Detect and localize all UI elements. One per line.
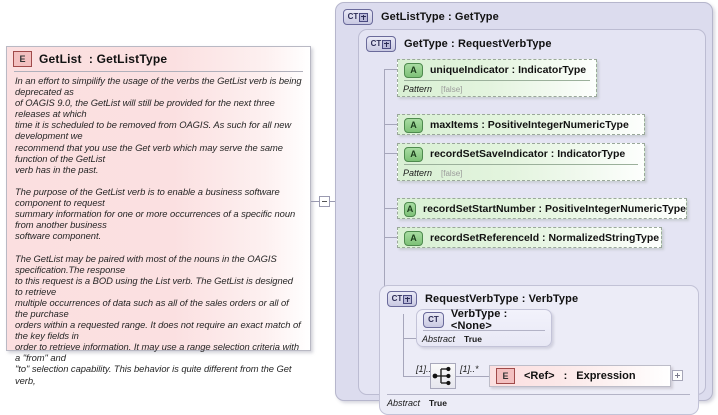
collapse-toggle-icon[interactable] <box>319 196 330 207</box>
attribute-divider <box>404 164 638 165</box>
complextype-verbtype-abstract: Abstract True <box>417 331 551 347</box>
element-getlist-box[interactable]: E GetList : GetListType In an effort to … <box>6 46 311 386</box>
attribute-header: A maxItems : PositiveIntegerNumericType <box>398 115 644 135</box>
attribute-row[interactable]: A recordSetReferenceId : NormalizedStrin… <box>397 227 662 248</box>
abstract-value: True <box>429 398 447 408</box>
attribute-icon: A <box>404 146 423 162</box>
connector-stub-left <box>311 201 319 202</box>
abstract-value: True <box>464 334 482 344</box>
complextype-requestverbtype-title: RequestVerbType : VerbType <box>425 293 579 305</box>
attribute-title: maxItems : PositiveIntegerNumericType <box>430 119 629 131</box>
complextype-verbtype-divider <box>423 330 545 331</box>
attribute-header: A recordSetSaveIndicator : IndicatorType <box>398 144 644 164</box>
complextype-icon: CT <box>366 36 396 52</box>
tree-trunk <box>384 69 385 318</box>
attribute-header: A recordSetStartNumber : PositiveInteger… <box>398 199 686 219</box>
element-ref-separator: : <box>563 370 568 382</box>
attribute-row[interactable]: A recordSetSaveIndicator : IndicatorType… <box>397 143 645 181</box>
element-divider <box>14 71 303 72</box>
attribute-header: A uniqueIndicator : IndicatorType <box>398 60 596 80</box>
tree-branch <box>403 338 416 339</box>
element-ref-box[interactable]: E <Ref> : Expression <box>489 365 671 387</box>
attribute-icon: A <box>404 230 423 246</box>
attribute-title: recordSetSaveIndicator : IndicatorType <box>430 148 626 160</box>
plus-icon <box>359 12 369 22</box>
attribute-title: recordSetStartNumber : PositiveIntegerNu… <box>423 203 686 215</box>
abstract-key: Abstract <box>387 398 421 408</box>
element-getlist-type: GetListType <box>96 52 168 66</box>
complextype-getlisttype-panel[interactable]: CT GetListType : GetType CT GetType : Re… <box>335 2 713 415</box>
element-icon: E <box>496 368 515 384</box>
complextype-requestverbtype-panel[interactable]: CT RequestVerbType : VerbType CT VerbTyp… <box>379 285 699 415</box>
inner-divider <box>387 394 690 395</box>
facet-value: [false] <box>441 84 463 94</box>
element-ref-type: Expression <box>576 370 636 382</box>
element-icon: E <box>13 51 32 67</box>
abstract-key: Abstract <box>422 334 456 344</box>
tree-branch <box>384 153 397 154</box>
complextype-icon: CT <box>343 9 373 25</box>
tree-trunk <box>403 314 404 376</box>
sequence-compositor-icon[interactable] <box>430 363 456 389</box>
plus-icon <box>382 39 392 49</box>
tree-branch <box>384 124 397 125</box>
element-getlist-name: GetList <box>39 52 82 66</box>
complextype-gettype-panel[interactable]: CT GetType : RequestVerbType A uniqueInd… <box>358 29 706 415</box>
attribute-icon: A <box>404 117 423 133</box>
tree-branch <box>403 376 416 377</box>
complextype-getlisttype-title: GetListType : GetType <box>381 11 499 23</box>
attribute-icon: A <box>404 201 417 217</box>
complextype-getlisttype-header: CT GetListType : GetType <box>343 9 499 25</box>
attribute-row[interactable]: A maxItems : PositiveIntegerNumericType <box>397 114 645 135</box>
requestverbtype-abstract: Abstract True <box>387 398 447 408</box>
facet-key: Pattern <box>403 168 433 178</box>
element-ref-name: <Ref> <box>524 370 555 382</box>
complextype-verbtype-title: VerbType : <None> <box>450 308 508 332</box>
expand-toggle-icon[interactable] <box>672 370 683 381</box>
attribute-facet: Pattern [false] <box>398 165 644 181</box>
attribute-icon: A <box>404 62 423 78</box>
complextype-verbtype-header: CT VerbType : <None> <box>417 308 551 332</box>
complextype-requestverbtype-header: CT RequestVerbType : VerbType <box>387 291 578 307</box>
complextype-icon: CT <box>387 291 417 307</box>
tree-branch <box>384 237 397 238</box>
right-cardinality-label: [1]..* <box>460 364 479 374</box>
sequence-icon-glyph <box>432 366 451 386</box>
attribute-title: recordSetReferenceId : NormalizedStringT… <box>430 232 660 244</box>
complextype-gettype-title: GetType : RequestVerbType <box>404 38 552 50</box>
element-documentation: In an effort to simpilify the usage of t… <box>15 75 302 386</box>
tree-branch <box>416 376 430 377</box>
complextype-verbtype-box[interactable]: CT VerbType : <None> Abstract True <box>416 308 552 347</box>
attribute-row[interactable]: A uniqueIndicator : IndicatorType Patter… <box>397 59 597 97</box>
element-getlist-header: E GetList : GetListType <box>7 47 310 71</box>
plus-icon <box>403 294 413 304</box>
attribute-title: uniqueIndicator : IndicatorType <box>430 64 587 76</box>
complextype-gettype-header: CT GetType : RequestVerbType <box>366 36 552 52</box>
attribute-facet: Pattern [false] <box>398 81 596 97</box>
attribute-row[interactable]: A recordSetStartNumber : PositiveInteger… <box>397 198 687 219</box>
tree-branch <box>384 208 397 209</box>
left-cardinality-label: [1]..[1] <box>416 364 442 374</box>
element-getlist-title: GetList : GetListType <box>39 52 167 66</box>
facet-key: Pattern <box>403 84 433 94</box>
element-getlist-separator: : <box>88 52 94 66</box>
facet-value: [false] <box>441 168 463 178</box>
attribute-header: A recordSetReferenceId : NormalizedStrin… <box>398 228 661 248</box>
tree-branch <box>384 69 397 70</box>
connector-to-ref <box>456 376 489 377</box>
attribute-divider <box>404 80 590 81</box>
complextype-icon: CT <box>423 312 444 328</box>
